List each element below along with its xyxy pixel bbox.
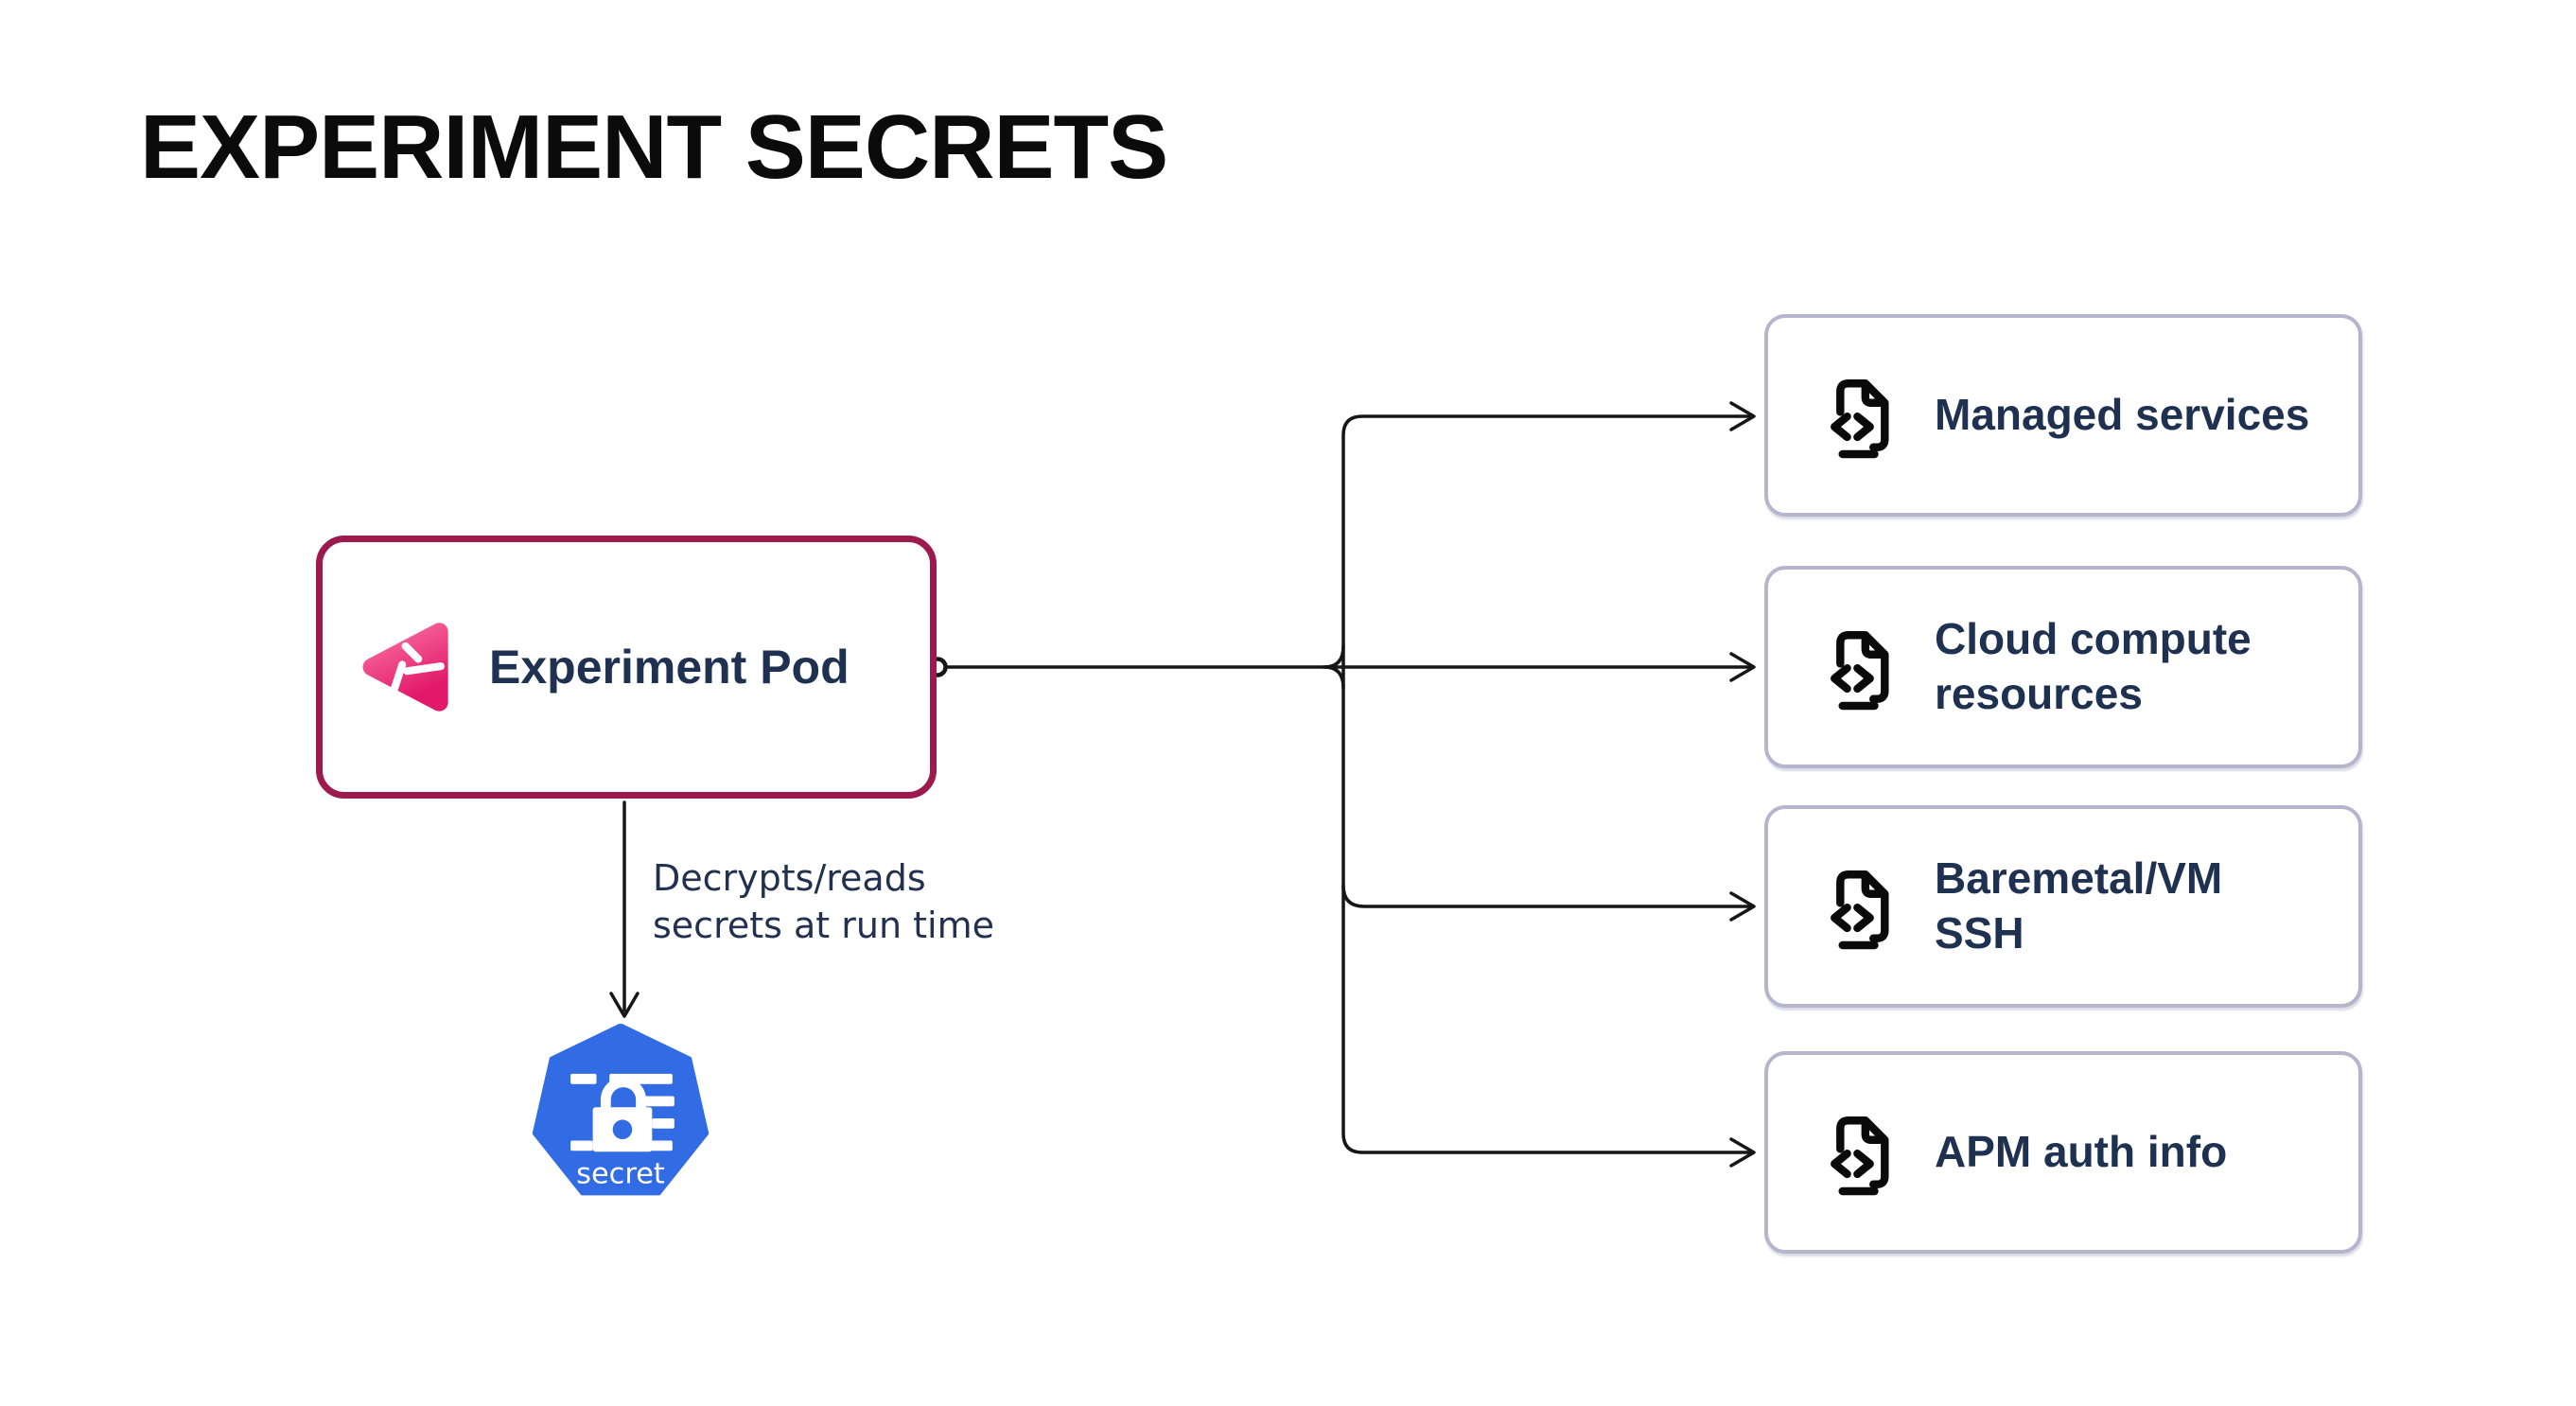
target-label: Cloud compute resources [1935,614,2252,718]
arrow-branch-managed-services [1341,414,1752,669]
kubernetes-secret-node: secret [532,1024,710,1196]
decrypts-annotation: Decrypts/reads secrets at run time [653,854,994,949]
target-box-managed-services: Managed services [1764,314,2362,517]
secret-label: secret [576,1158,665,1191]
file-code-icon [1831,379,1889,459]
file-code-icon [1831,870,1889,950]
litmus-experiment-icon [362,623,448,712]
arrow-branch-apm [1341,665,1752,1154]
junction-fillet-down [1323,665,1345,690]
target-label: Managed services [1935,390,2310,440]
arrowhead-apm [1729,1137,1756,1168]
junction-fillet-up [1323,644,1345,669]
target-label: Baremetal/VM SSH [1935,853,2223,958]
arrowhead-managed-services [1729,401,1756,431]
arrow-branch-baremetal-ssh [1341,884,1752,908]
annotation-line-2: secrets at run time [653,905,994,946]
target-label: APM auth info [1935,1127,2228,1177]
target-box-apm-auth-info: APM auth info [1764,1051,2362,1254]
arrowhead-baremetal-ssh [1729,891,1756,922]
file-code-icon [1831,631,1889,711]
target-box-cloud-compute: Cloud compute resources [1764,566,2362,768]
target-box-baremetal-vm-ssh: Baremetal/VM SSH [1764,805,2362,1008]
arrowhead-secret [609,992,640,1018]
file-code-icon [1831,1116,1889,1196]
page-title: EXPERIMENT SECRETS [140,97,1168,198]
arrowhead-cloud-compute [1729,652,1756,682]
annotation-line-1: Decrypts/reads [653,857,926,899]
kubernetes-secret-lock-icon [570,1073,675,1152]
experiment-pod-label: Experiment Pod [489,641,850,694]
experiment-pod-node: Experiment Pod [316,536,937,799]
